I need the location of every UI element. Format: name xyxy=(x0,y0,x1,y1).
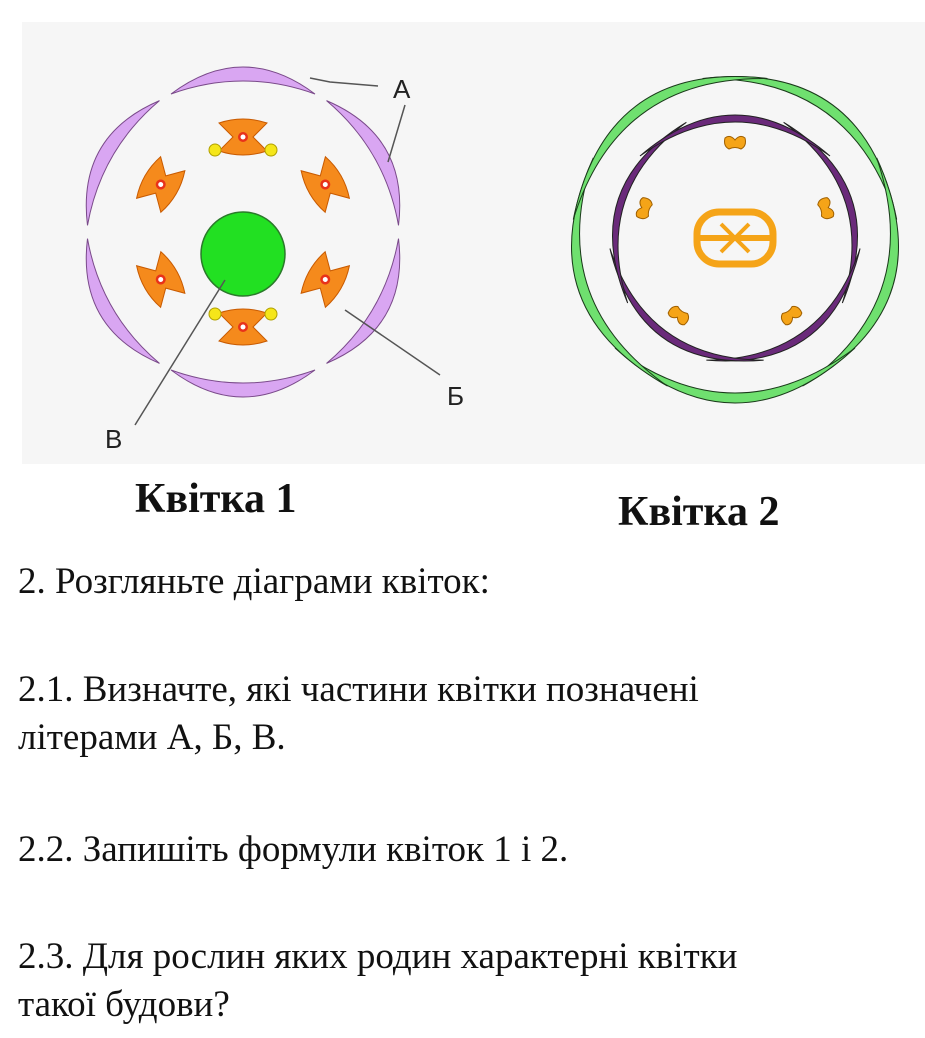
question-2-2: 2.2. Запишіть формули квіток 1 і 2. xyxy=(18,829,569,870)
gynoecium xyxy=(200,211,286,297)
stamen xyxy=(208,307,278,346)
perianth-segment xyxy=(326,238,401,364)
perianth-segment xyxy=(85,100,160,226)
petal xyxy=(609,248,764,362)
perianth-segment xyxy=(170,369,316,398)
petal xyxy=(783,121,859,304)
flower-2-diagram xyxy=(571,76,899,404)
stamen xyxy=(724,135,746,150)
perianth-segment xyxy=(170,66,316,95)
stamen xyxy=(300,250,351,309)
stamen xyxy=(635,197,653,220)
stamen xyxy=(135,250,186,309)
ovules xyxy=(719,222,751,254)
flower-1-diagram xyxy=(85,66,401,398)
petal xyxy=(639,114,831,157)
question-2-3-line2: такої будови? xyxy=(18,984,230,1025)
stamen xyxy=(300,155,351,214)
stamen xyxy=(135,155,186,214)
stamen xyxy=(208,118,278,157)
gynoecium xyxy=(693,208,777,268)
task-intro: 2. Розгляньте діаграми квіток: xyxy=(18,561,490,602)
question-2-1-line2: літерами А, Б, В. xyxy=(18,717,286,758)
label-v: В xyxy=(105,424,122,454)
label-a: А xyxy=(393,74,411,104)
perianth-segment xyxy=(85,238,160,364)
perianth-segment xyxy=(326,100,401,226)
label-lines xyxy=(134,77,441,426)
stamen xyxy=(667,305,690,326)
sepal xyxy=(802,157,899,387)
caption-flower-2: Квітка 2 xyxy=(618,489,780,535)
petal xyxy=(611,121,687,304)
question-2-1-line1: 2.1. Визначте, які частини квітки познач… xyxy=(18,669,699,710)
label-b: Б xyxy=(447,381,464,411)
sepal xyxy=(571,157,668,387)
diagram-svg: А Б В xyxy=(85,66,899,454)
flower-diagrams: А Б В xyxy=(22,22,925,464)
stamen xyxy=(817,197,835,220)
question-2-3-line1: 2.3. Для рослин яких родин характерні кв… xyxy=(18,936,738,977)
sepal xyxy=(572,76,768,220)
petal xyxy=(706,248,861,362)
caption-flower-1: Квітка 1 xyxy=(135,476,297,522)
stamen xyxy=(780,305,803,326)
sepal xyxy=(702,76,898,220)
